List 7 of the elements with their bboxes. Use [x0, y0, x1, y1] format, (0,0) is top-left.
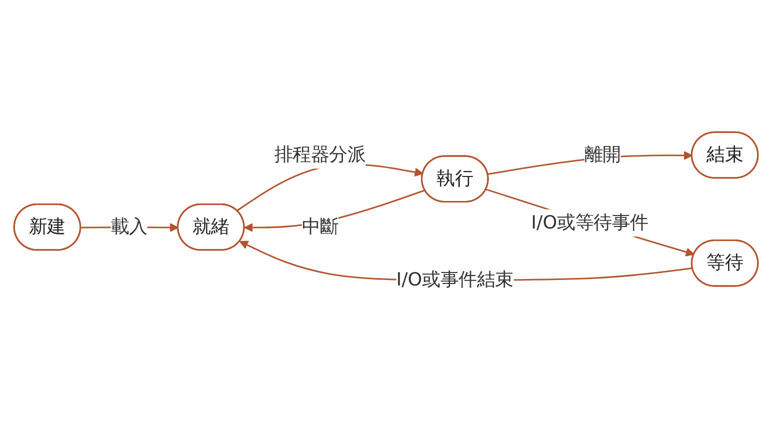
edge-label: 中斷 — [302, 216, 338, 238]
edge-label: 離開 — [584, 144, 621, 166]
arrow — [486, 188, 694, 256]
edge-label: I/O或事件結束 — [396, 269, 514, 291]
edge-label: I/O或等待事件 — [531, 212, 648, 234]
edge-label: 排程器分派 — [274, 144, 366, 166]
edge-label: 載入 — [110, 216, 148, 238]
